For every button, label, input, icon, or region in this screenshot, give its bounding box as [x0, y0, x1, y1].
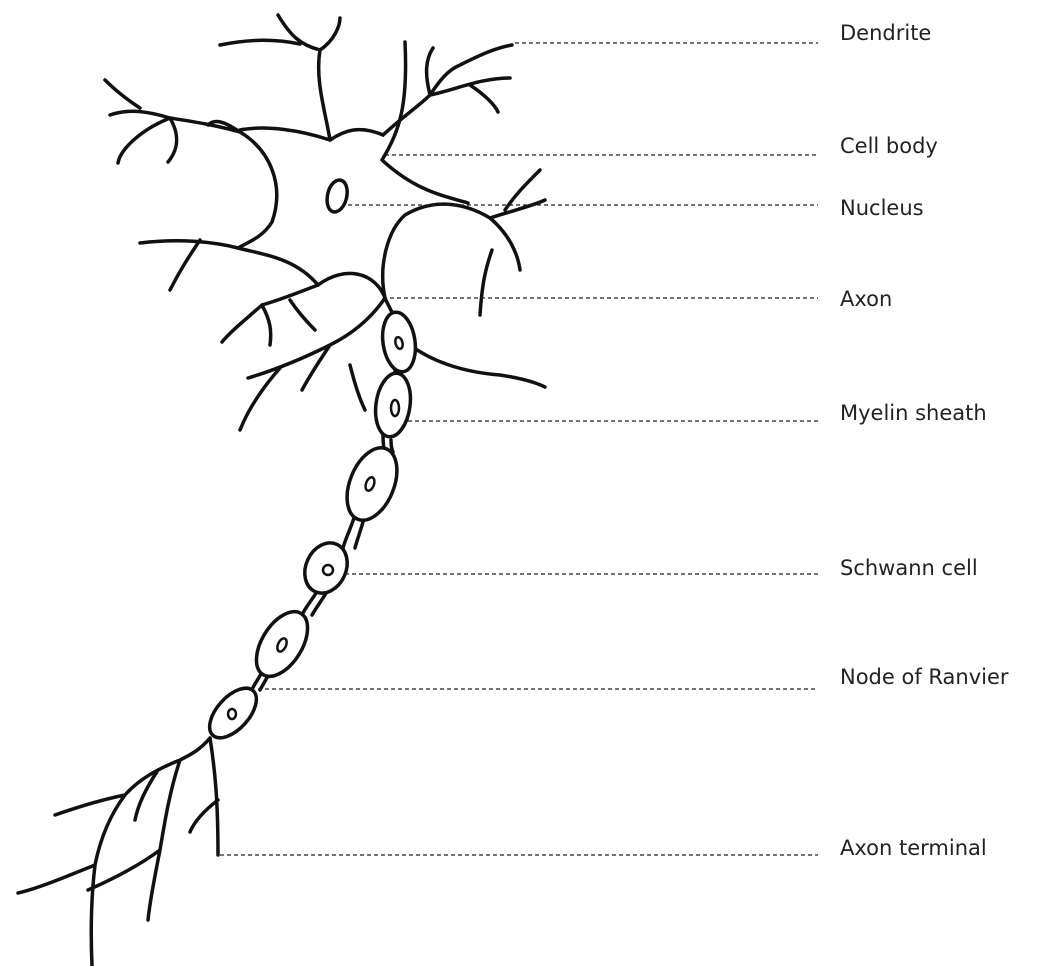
- label-nucleus: Nucleus: [840, 196, 924, 220]
- label-axon-terminal: Axon terminal: [840, 836, 987, 860]
- nucleus-outline: [327, 180, 347, 212]
- myelin-segment-1: [379, 310, 419, 374]
- label-node-of-ranvier: Node of Ranvier: [840, 665, 1009, 689]
- label-schwann-cell: Schwann cell: [840, 556, 978, 580]
- dendrite-top: [220, 15, 340, 140]
- myelin-segment-5: [246, 603, 318, 685]
- dendrite-right: [410, 170, 545, 387]
- myelin-segment-6: [201, 680, 265, 746]
- dendrite-left: [105, 80, 240, 163]
- label-cell-body: Cell body: [840, 134, 938, 158]
- dendrite-bottom: [240, 298, 385, 430]
- dendrite-lower: [222, 285, 318, 345]
- dendrite-lower-left: [140, 240, 238, 290]
- axon-terminal-branches: [18, 738, 218, 966]
- label-myelin-sheath: Myelin sheath: [840, 401, 987, 425]
- myelin-segment-3: [337, 441, 406, 528]
- label-dendrite: Dendrite: [840, 21, 931, 45]
- neuron-drawing: [18, 15, 545, 966]
- labels: Dendrite Cell body Nucleus Axon Myelin s…: [840, 21, 1009, 860]
- leader-lines: [220, 43, 818, 855]
- myelin-segment-2: [372, 371, 415, 439]
- myelin-segment-4: [297, 536, 355, 600]
- label-axon: Axon: [840, 287, 892, 311]
- dendrite-top-right: [383, 45, 512, 135]
